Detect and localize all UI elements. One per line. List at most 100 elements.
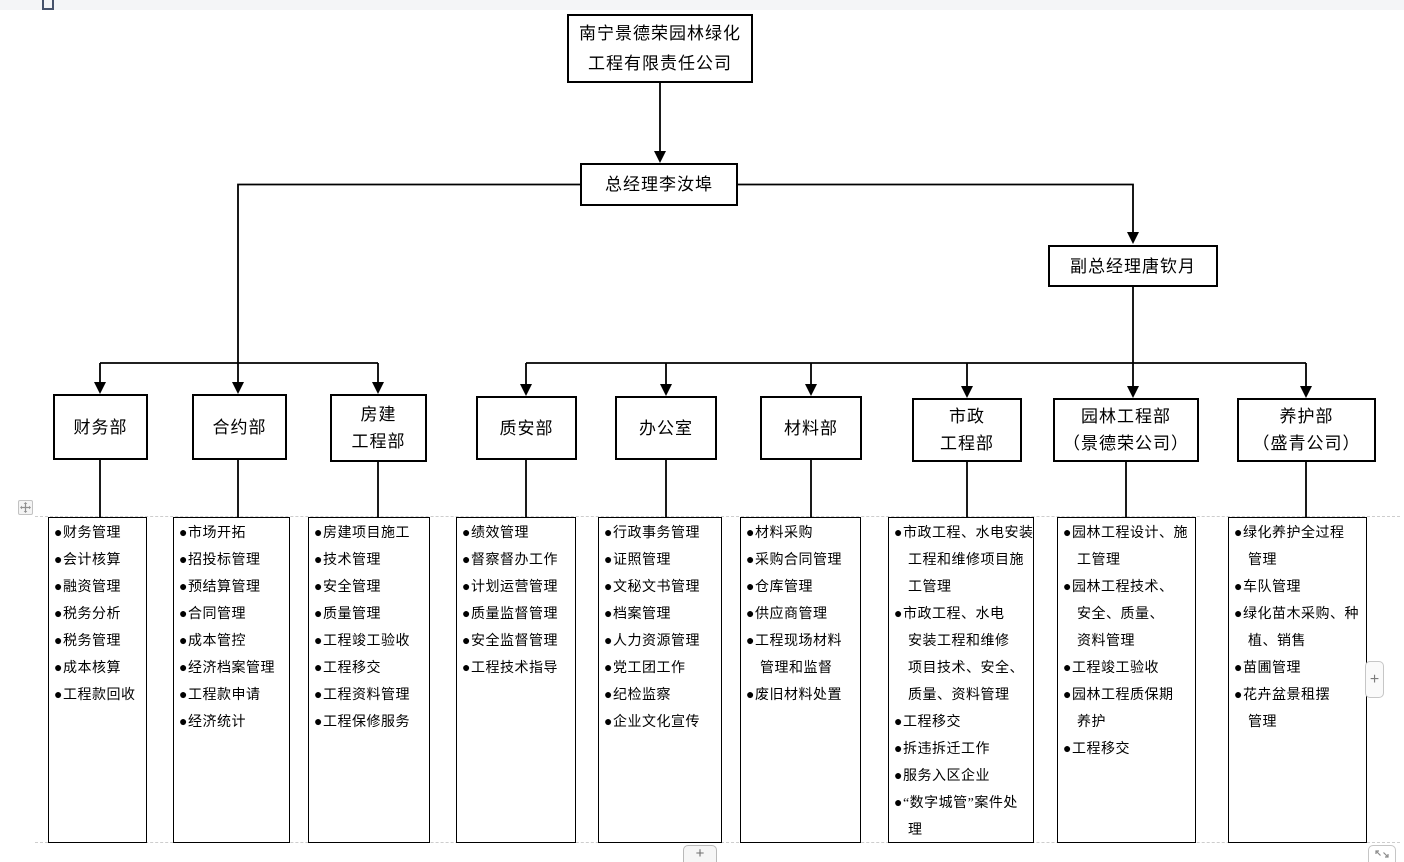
duty-line: ●供应商管理 (746, 607, 828, 622)
duty-line: 养护 (1077, 715, 1106, 730)
diagonal-resize-icon (1375, 850, 1389, 858)
duty-line: ●仓库管理 (746, 580, 813, 595)
duty-line: 管理和监督 (760, 661, 833, 676)
duty-list-maintenance: ●绿化养护全过程 管理 ●车队管理 ●绿化苗木采购、种 植、销售 ●苗圃管理 ●… (1228, 517, 1367, 843)
duty-line: ●安全监督管理 (462, 634, 558, 649)
duty-line: ●行政事务管理 (604, 526, 700, 541)
duty-line: ●质量管理 (314, 607, 381, 622)
org-node-deputy-general-manager: 副总经理唐钦月 (1048, 245, 1218, 287)
duty-list-contract: ●市场开拓 ●招投标管理 ●预结算管理 ●合同管理 ●成本管控 ●经济档案管理 … (173, 517, 290, 843)
duty-line: ●合同管理 (179, 607, 246, 622)
duty-line: ●车队管理 (1234, 580, 1301, 595)
duty-line: ●会计核算 (54, 553, 121, 568)
duty-line: ●税务分析 (54, 607, 121, 622)
duty-line: 项目技术、安全、 (908, 661, 1024, 676)
duty-line: ●证照管理 (604, 553, 671, 568)
duty-list-municipal: ●市政工程、水电安装 工程和维修项目施 工管理 ●市政工程、水电 安装工程和维修… (888, 517, 1034, 843)
deputy-general-manager-label: 副总经理唐钦月 (1070, 256, 1196, 276)
duty-line: ●工程竣工验收 (314, 634, 410, 649)
dept-building-eng-label2: 工程部 (351, 432, 406, 451)
org-node-company: 南宁景德荣园林绿化 工程有限责任公司 (567, 14, 753, 83)
dept-landscape-label2: （景德荣公司） (1063, 434, 1189, 453)
table-resize-handle[interactable] (1368, 845, 1396, 862)
anchor-square-icon (42, 0, 54, 10)
duty-line: ●工程竣工验收 (1063, 661, 1159, 676)
duty-line: ●成本管控 (179, 634, 246, 649)
duty-line: ●绩效管理 (462, 526, 529, 541)
duty-line: ●苗圃管理 (1234, 661, 1301, 676)
duty-list-building-eng: ●房建项目施工 ●技术管理 ●安全管理 ●质量管理 ●工程竣工验收 ●工程移交 … (308, 517, 430, 843)
duty-line: ●招投标管理 (179, 553, 261, 568)
duty-line: ●工程保修服务 (314, 715, 410, 730)
duty-line: 工管理 (908, 580, 952, 595)
dept-office-label: 办公室 (639, 418, 693, 438)
duty-line: ●采购合同管理 (746, 553, 842, 568)
duty-line: 质量、资料管理 (908, 688, 1010, 703)
duty-line: ●园林工程设计、施 (1063, 526, 1188, 541)
duty-line: ●企业文化宣传 (604, 715, 700, 730)
duty-line: ●工程现场材料 (746, 634, 842, 649)
duty-line: ●档案管理 (604, 607, 671, 622)
duty-line: 工程和维修项目施 (908, 553, 1024, 568)
duty-list-quality-safety: ●绩效管理 ●督察督办工作 ●计划运营管理 ●质量监督管理 ●安全监督管理 ●工… (456, 517, 576, 843)
org-node-dept-quality-safety: 质安部 (476, 396, 577, 460)
table-move-handle[interactable] (18, 500, 33, 515)
duty-line: 安装工程和维修 (908, 634, 1010, 649)
duty-line: ●督察督办工作 (462, 553, 558, 568)
org-node-dept-material: 材料部 (760, 396, 862, 460)
duty-line: ●工程资料管理 (314, 688, 410, 703)
duty-line: ●融资管理 (54, 580, 121, 595)
duty-line: ●工程移交 (894, 715, 961, 730)
duty-list-material: ●材料采购 ●采购合同管理 ●仓库管理 ●供应商管理 ●工程现场材料 管理和监督… (740, 517, 861, 843)
duty-line: ●房建项目施工 (314, 526, 410, 541)
add-column-button-label: + (1369, 670, 1380, 688)
duty-line: 工管理 (1077, 553, 1121, 568)
duty-line: ●税务管理 (54, 634, 121, 649)
add-row-button[interactable]: + (683, 845, 717, 862)
dept-maintenance-label2: （盛青公司） (1252, 434, 1361, 453)
duty-line: 管理 (1248, 553, 1277, 568)
duty-line: ●财务管理 (54, 526, 121, 541)
duty-line: 理 (908, 823, 923, 838)
duty-line: ●市政工程、水电 (894, 607, 1005, 622)
duty-line: ●拆违拆迁工作 (894, 742, 990, 757)
duty-line: ●人力资源管理 (604, 634, 700, 649)
dept-landscape-label: 园林工程部 (1081, 407, 1171, 426)
duty-line: ●“数字城管”案件处 (894, 796, 1018, 811)
duty-line: ●经济统计 (179, 715, 246, 730)
move-arrows-icon (20, 502, 31, 513)
duty-line: ●文秘文书管理 (604, 580, 700, 595)
org-node-dept-maintenance: 养护部 （盛青公司） (1237, 398, 1376, 462)
duty-line: ●技术管理 (314, 553, 381, 568)
add-column-button[interactable]: + (1365, 661, 1384, 698)
duty-line: ●党工团工作 (604, 661, 686, 676)
org-node-dept-contract: 合约部 (192, 394, 287, 460)
table-gridline-top (35, 516, 1400, 517)
browser-edge-strip (0, 0, 1404, 10)
duty-line: ●预结算管理 (179, 580, 261, 595)
duty-line: ●绿化养护全过程 (1234, 526, 1345, 541)
dept-finance-label: 财务部 (73, 417, 128, 437)
org-node-dept-landscape: 园林工程部 （景德荣公司） (1053, 398, 1199, 462)
org-node-dept-municipal: 市政 工程部 (912, 398, 1022, 462)
duty-line: ●安全管理 (314, 580, 381, 595)
add-row-button-label: + (695, 845, 705, 862)
duty-line: ●计划运营管理 (462, 580, 558, 595)
duty-line: ●工程款回收 (54, 688, 136, 703)
org-node-general-manager: 总经理李汝埠 (580, 163, 738, 206)
duty-list-landscape: ●园林工程设计、施 工管理 ●园林工程技术、 安全、质量、 资料管理 ●工程竣工… (1057, 517, 1196, 843)
duty-line: ●废旧材料处置 (746, 688, 842, 703)
org-node-dept-finance: 财务部 (53, 394, 148, 460)
dept-maintenance-label: 养护部 (1279, 407, 1334, 426)
org-node-dept-office: 办公室 (615, 396, 717, 460)
duty-line: 资料管理 (1077, 634, 1135, 649)
company-name-line1: 南宁景德荣园林绿化 (579, 23, 741, 43)
duty-line: ●绿化苗木采购、种 (1234, 607, 1359, 622)
duty-line: ●园林工程技术、 (1063, 580, 1174, 595)
duty-line: ●市场开拓 (179, 526, 246, 541)
company-name-line2: 工程有限责任公司 (588, 53, 732, 73)
duty-line: ●花卉盆景租摆 (1234, 688, 1330, 703)
duty-line: ●材料采购 (746, 526, 813, 541)
